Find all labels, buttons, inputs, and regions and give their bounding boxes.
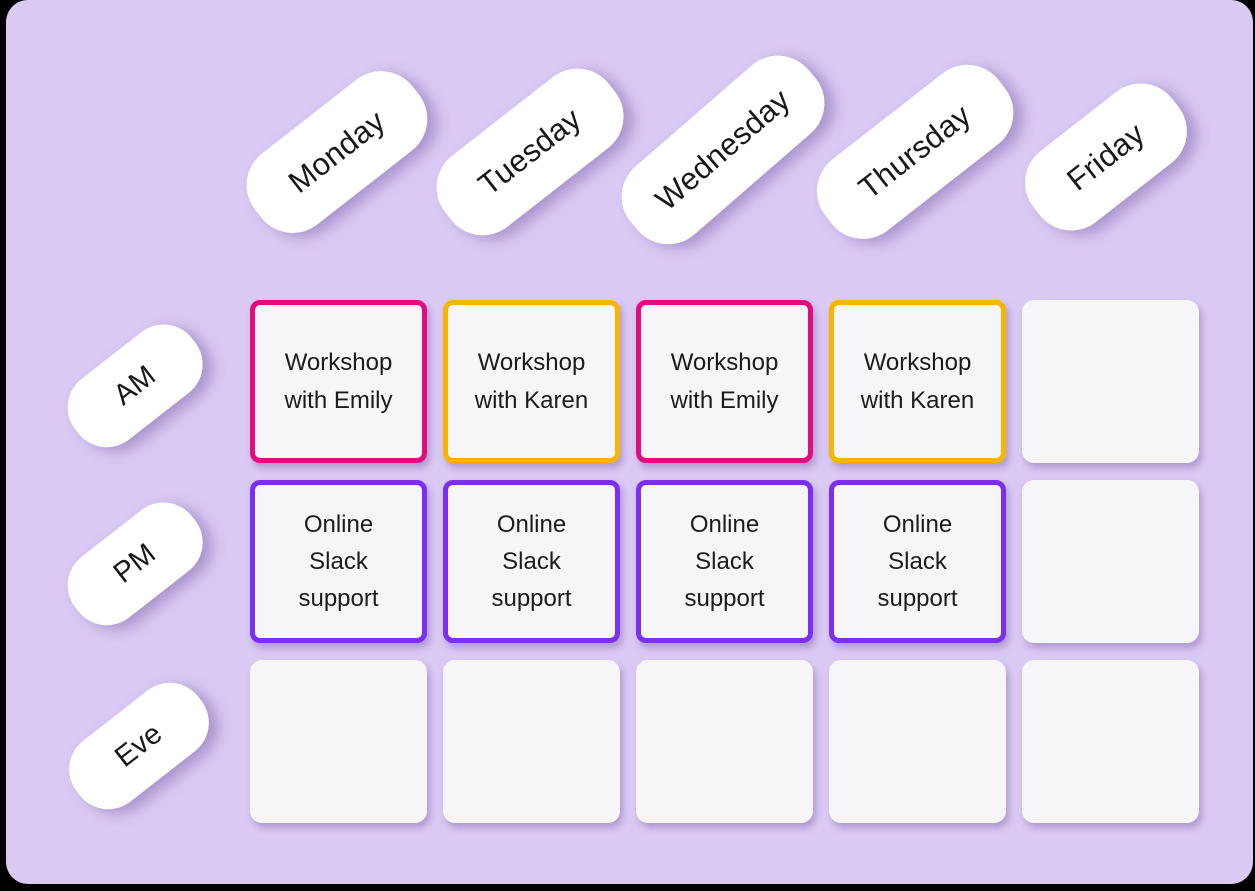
schedule-cell-monday-am[interactable]: Workshop with Emily	[250, 300, 427, 463]
row-label-text: Eve	[109, 717, 169, 774]
day-header-friday: Friday	[1008, 67, 1204, 247]
schedule-cell-friday-pm[interactable]	[1022, 480, 1199, 643]
day-header-label: Thursday	[852, 97, 978, 206]
schedule-cell-tuesday-am[interactable]: Workshop with Karen	[443, 300, 620, 463]
schedule-cell-wednesday-eve[interactable]	[636, 660, 813, 823]
day-header-label: Friday	[1060, 115, 1152, 198]
day-header-wednesday: Wednesday	[605, 39, 841, 261]
row-label-text: AM	[107, 359, 162, 412]
day-header-label: Monday	[281, 103, 392, 200]
schedule-cell-thursday-pm[interactable]: Online Slack support	[829, 480, 1006, 643]
day-header-label: Tuesday	[471, 100, 588, 203]
schedule-grid: Workshop with Emily Workshop with Karen …	[250, 300, 1199, 823]
day-header-monday: Monday	[230, 54, 444, 250]
schedule-cell-friday-eve[interactable]	[1022, 660, 1199, 823]
schedule-cell-tuesday-pm[interactable]: Online Slack support	[443, 480, 620, 643]
schedule-cell-wednesday-am[interactable]: Workshop with Emily	[636, 300, 813, 463]
day-header-thursday: Thursday	[800, 48, 1030, 256]
schedule-board: Monday Tuesday Wednesday Thursday Friday…	[6, 0, 1253, 884]
schedule-cell-monday-pm[interactable]: Online Slack support	[250, 480, 427, 643]
day-header-label: Wednesday	[648, 82, 797, 218]
row-label-eve: Eve	[54, 668, 224, 824]
schedule-cell-friday-am[interactable]	[1022, 300, 1199, 463]
schedule-cell-wednesday-pm[interactable]: Online Slack support	[636, 480, 813, 643]
row-label-pm: PM	[53, 488, 217, 640]
schedule-cell-thursday-am[interactable]: Workshop with Karen	[829, 300, 1006, 463]
schedule-cell-thursday-eve[interactable]	[829, 660, 1006, 823]
schedule-cell-monday-eve[interactable]	[250, 660, 427, 823]
row-label-am: AM	[53, 310, 217, 462]
day-header-tuesday: Tuesday	[420, 52, 640, 252]
row-label-text: PM	[107, 537, 162, 590]
schedule-cell-tuesday-eve[interactable]	[443, 660, 620, 823]
